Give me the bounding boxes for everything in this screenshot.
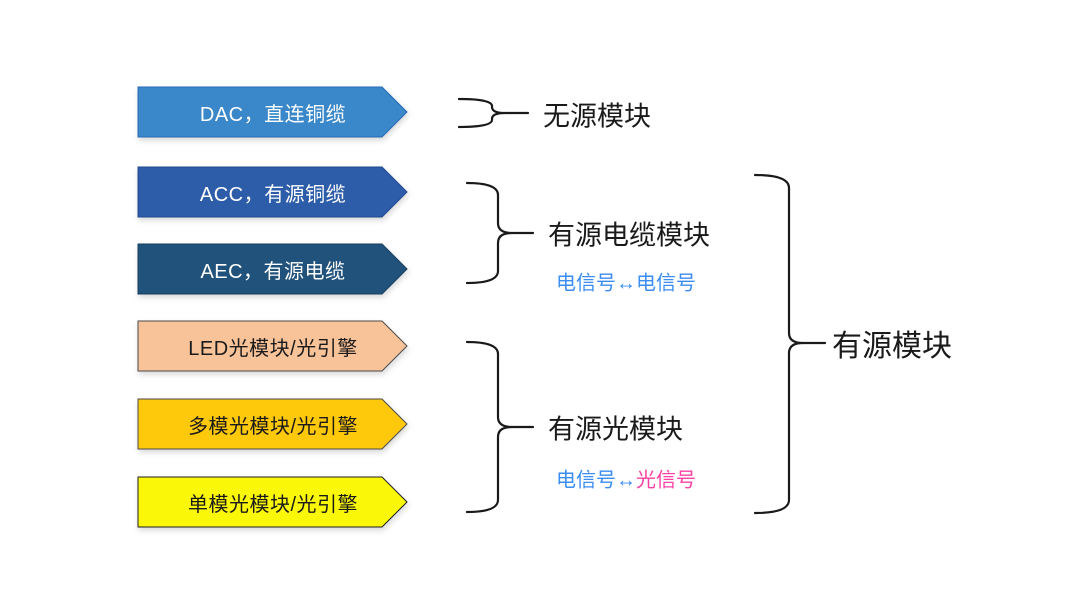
active-root-label: 有源模块 (832, 330, 952, 363)
arrow-multimode-label: 单模光模块/光引擎 (187, 493, 359, 516)
arrow-led-module: LED光模块/光引擎 (137, 320, 409, 372)
signal-electric-right: 电信号 (636, 272, 696, 295)
active-cable-group-label: 有源电缆模块 (548, 220, 710, 251)
signal-electric-left: 电信号↔ (556, 272, 636, 295)
passive-group-label: 无源模块 (543, 101, 651, 132)
arrow-aec-label: AEC，有源电缆 (200, 260, 346, 283)
arrow-singlemode-label: 多模光模块/光引擎 (187, 415, 359, 438)
arrow-shape (137, 320, 408, 372)
brace-passive (457, 97, 507, 129)
active-cable-signal: 电信号↔电信号 (556, 267, 696, 296)
arrow-shape (137, 476, 408, 528)
arrow-shape (137, 86, 408, 138)
arrow-shape (137, 243, 408, 295)
active-optical-signal: 电信号↔光信号 (556, 464, 696, 493)
active-optical-group-label: 有源光模块 (548, 414, 683, 445)
brace-active-cable (465, 181, 514, 285)
signal-optical: 光信号 (636, 469, 696, 492)
arrow-acc-label: ACC，有源铜缆 (199, 183, 347, 206)
arrow-aec: AEC，有源电缆 (137, 243, 409, 295)
arrow-multimode-module: 多模光模块/光引擎 (137, 398, 409, 450)
brace-active-optical (465, 340, 514, 514)
arrow-shape (137, 398, 408, 450)
arrow-shape (137, 166, 408, 218)
brace-active-root (753, 173, 805, 515)
arrow-led-module-label: LED光模块/光引擎 (188, 337, 358, 360)
arrow-acc: ACC，有源铜缆 (137, 166, 409, 218)
arrow-dac-label: DAC，直连铜缆 (199, 103, 347, 126)
arrow-singlemode-module: 单模光模块/光引擎 (137, 476, 409, 528)
signal-electric: 电信号↔ (556, 469, 636, 492)
arrow-dac: DAC，直连铜缆 (137, 86, 409, 138)
